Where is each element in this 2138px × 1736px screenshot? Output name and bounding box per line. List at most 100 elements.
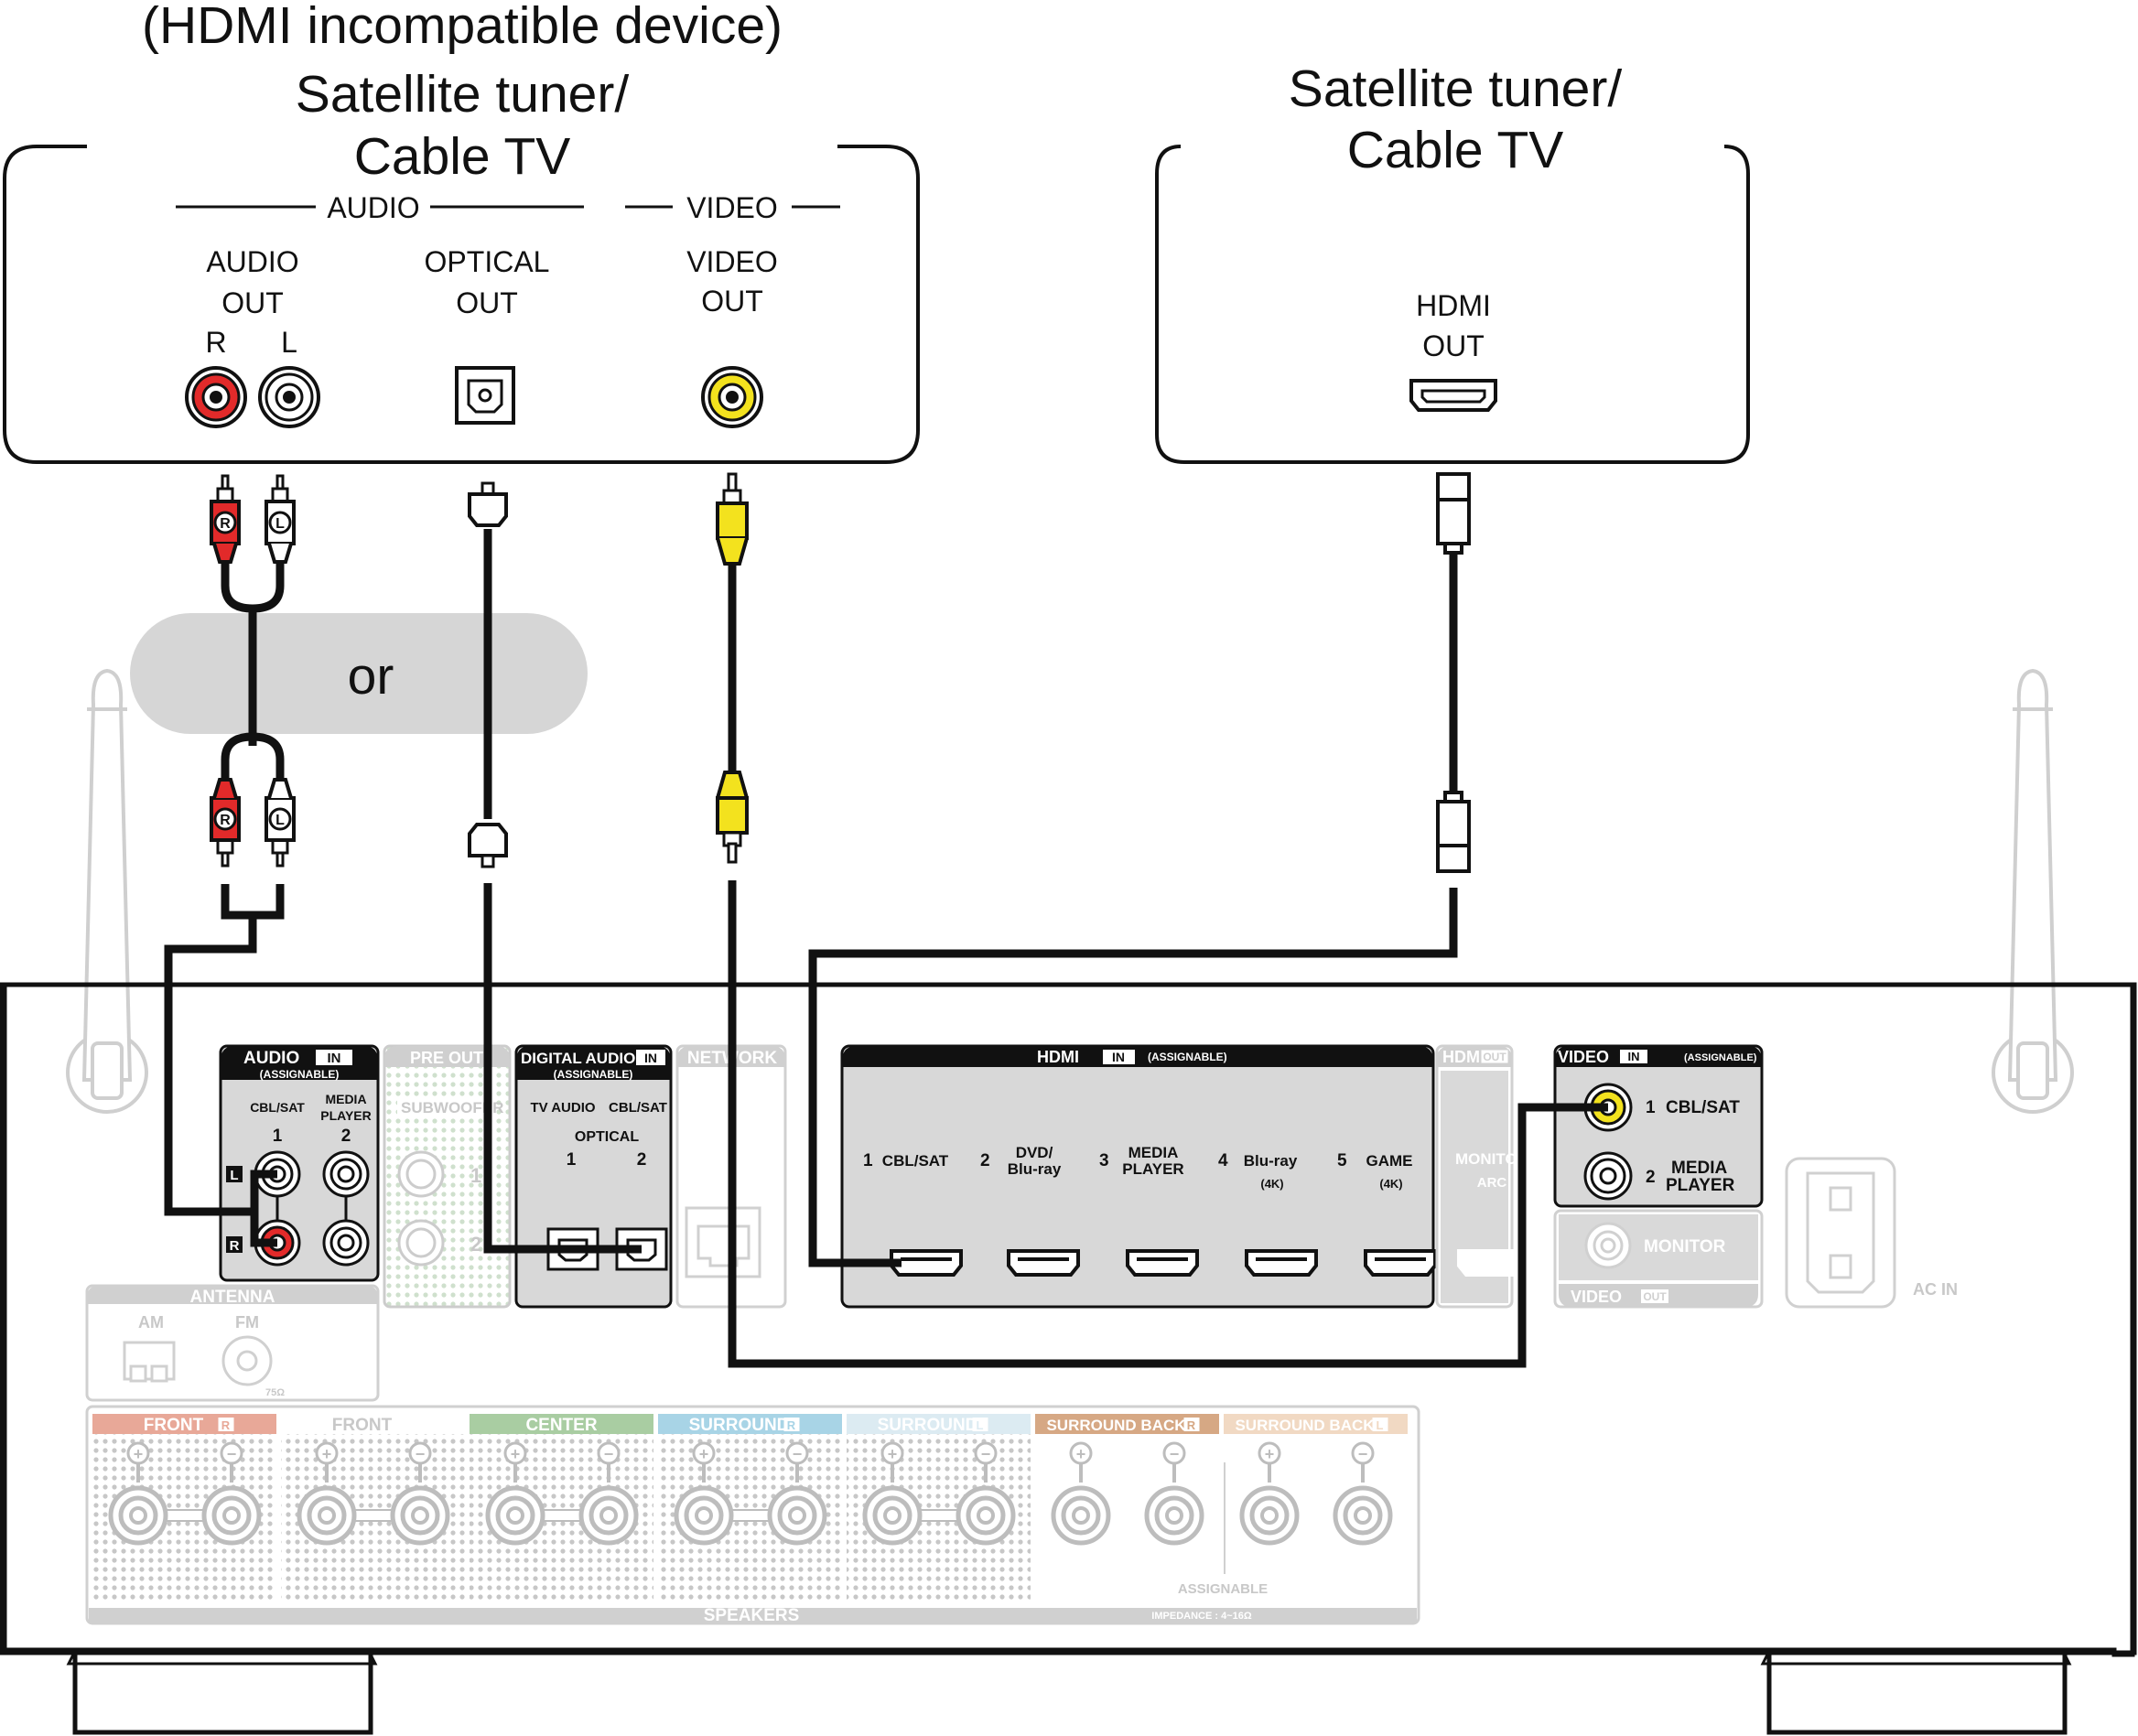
plus-icon: + [511,1445,521,1463]
hdmi-in-port-label: Blu-ray [1244,1152,1298,1170]
antenna-panel: ANTENNA AM FM 75Ω [85,1284,380,1402]
plug-letter: R [220,516,231,532]
antenna-ohm: 75Ω [265,1387,285,1398]
digital-audio-title: DIGITAL AUDIO [521,1050,635,1067]
hdmi-in-port-number: 2 [980,1151,990,1170]
speakers-panel: SPEAKERS IMPEDANCE : 4~16Ω ASSIGNABLE FR… [85,1405,1420,1625]
minus-icon: − [1170,1445,1180,1463]
hdmi-in-port-5[interactable]: 5 GAME (4K) [1337,1151,1437,1277]
ac-in-label: AC IN [1913,1280,1958,1299]
digital-audio-in-tag: IN [644,1051,657,1065]
video-out-monitor: MONITOR [1644,1237,1726,1256]
video-in-num1: 1 [1646,1098,1656,1117]
subwoofer-2-jack[interactable] [397,1219,445,1267]
plus-icon: + [134,1445,144,1463]
hdmi-in-port-label2: PLAYER [1122,1160,1183,1178]
speaker-terminal-minus[interactable] [1335,1488,1390,1543]
top-l-plug: L [265,474,296,564]
speaker-terminal-plus[interactable] [111,1488,166,1543]
ethernet-port[interactable] [685,1206,761,1278]
speaker-side-box [783,1418,800,1431]
audio-in-cbl-sat: CBL/SAT [250,1100,305,1115]
speaker-terminal-plus[interactable] [1242,1488,1297,1543]
hdmi-port-icon [1126,1249,1199,1277]
speaker-terminal-plus[interactable] [676,1488,731,1543]
hdmi-in-assignable: (ASSIGNABLE) [1148,1051,1227,1063]
antenna-fm: FM [235,1313,259,1332]
fm-antenna-jack[interactable] [221,1335,273,1386]
audio-in-2-r-jack[interactable] [322,1219,370,1267]
ac-in-socket[interactable] [1785,1157,1896,1309]
plus-icon: + [1076,1445,1086,1463]
audio-in-2-l-jack[interactable] [322,1150,370,1198]
speaker-channel-3: CENTER+− [470,1414,653,1603]
audio-out-r-jack[interactable] [185,366,247,428]
hdmi-in-port-number: 4 [1218,1151,1228,1170]
speaker-terminal-minus[interactable] [770,1488,825,1543]
speaker-side-box [972,1418,988,1431]
subwoofer-num1: 1 [470,1164,481,1187]
speaker-terminal-plus[interactable] [488,1488,543,1543]
antenna-right [1992,668,2074,1114]
speaker-terminal-plus[interactable] [1053,1488,1108,1543]
audio-out-l-jack[interactable] [258,366,320,428]
hdmi-in-port-label2: Blu-ray [1008,1160,1062,1178]
bottom-l-plug: L [265,778,296,868]
speaker-terminal-minus[interactable] [581,1488,636,1543]
left-device-title-line1: Satellite tuner/ [296,65,630,124]
hdmi-in-port-note: (4K) [1379,1177,1402,1191]
optical-out-jack[interactable] [455,366,515,425]
antenna-title: ANTENNA [190,1288,275,1307]
hdmi-port-icon [1007,1249,1080,1277]
speaker-channel-label: FRONT [144,1416,204,1435]
right-device-box [1155,145,1750,464]
hdmi-out-monitor: MONITOR [1455,1150,1528,1168]
antenna-am: AM [138,1313,164,1332]
speaker-terminal-minus[interactable] [393,1488,448,1543]
foot-right [1760,1654,2072,1735]
video-group-label: VIDEO [686,191,778,224]
or-label: or [348,647,394,706]
video-out-jack[interactable] [701,366,763,428]
hdmi-port-icon [890,1249,963,1277]
speaker-terminal-minus[interactable] [204,1488,259,1543]
speaker-side-box [218,1418,234,1431]
optical-cable [468,481,642,1254]
speaker-terminal-plus[interactable] [299,1488,354,1543]
plus-icon: + [322,1445,332,1463]
video-in-2-jack[interactable] [1583,1151,1633,1201]
hdmi-in-port-label: GAME [1366,1152,1413,1170]
hdmi-in-in-tag: IN [1112,1050,1125,1064]
pre-out-panel: PRE OUT SUBWOOFER 1 2 [383,1044,512,1309]
am-antenna-terminal[interactable] [123,1341,176,1383]
hdmi-in-title: HDMI [1037,1048,1079,1066]
l-channel-label: L [281,326,297,359]
speaker-terminal-plus[interactable] [865,1488,920,1543]
speaker-terminal-minus[interactable] [1147,1488,1202,1543]
hdmi-out-jack[interactable] [1409,379,1497,412]
audio-out-label-line2: OUT [221,286,284,319]
speaker-side-box [406,1418,423,1431]
left-device-note: (HDMI incompatible device) [142,0,783,55]
video-in-player: PLAYER [1666,1176,1735,1195]
left-source-device: (HDMI incompatible device) Satellite tun… [3,0,920,464]
video-out-out-tag: OUT [1643,1290,1667,1303]
subwoofer-1-jack[interactable] [397,1150,445,1198]
speaker-channel-label: SURROUND BACK [1235,1417,1375,1434]
minus-icon: − [793,1445,803,1463]
hdmi-out-arc: ARC [1477,1175,1507,1191]
speaker-terminal-minus[interactable] [958,1488,1013,1543]
digital-num2: 2 [637,1150,647,1170]
hdmi-in-port-number: 5 [1337,1151,1347,1170]
video-out-monitor-jack[interactable] [1584,1222,1632,1269]
top-r-plug: R [210,474,241,564]
right-device-title-line2: Cable TV [1347,121,1564,179]
hdmi-out-monitor-port[interactable] [1457,1249,1527,1277]
